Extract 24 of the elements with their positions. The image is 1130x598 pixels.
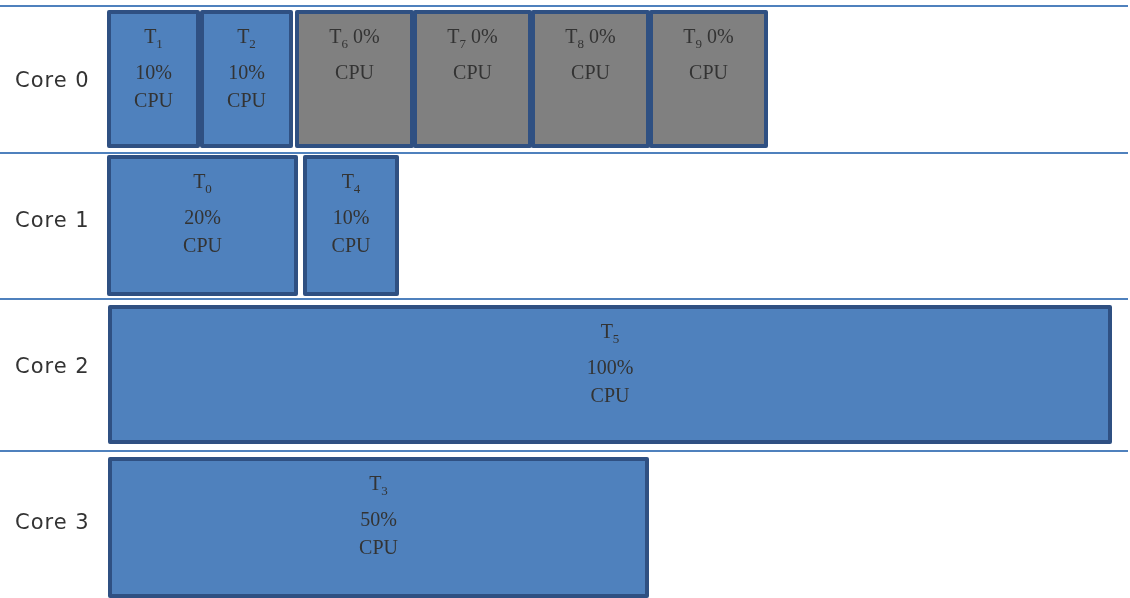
task-box [295, 10, 414, 148]
task-label: T$_{8}$ 0% CPU [564, 24, 617, 85]
row-label: Core 2 [15, 354, 90, 378]
task-box [108, 305, 1112, 444]
task-label: T$_{0}$ 20% CPU [182, 169, 223, 258]
task-box [107, 155, 298, 296]
task-label: T$_{4}$ 10% CPU [330, 169, 372, 258]
task-box [531, 10, 650, 148]
task-box [649, 10, 768, 148]
task-label: T$_{5}$ 100% CPU [585, 319, 635, 408]
task-box [413, 10, 532, 148]
task-label: T$_{6}$ 0% CPU [328, 24, 381, 85]
task-box [303, 155, 399, 296]
task-label: T$_{7}$ 0% CPU [446, 24, 499, 85]
task-label: T$_{1}$ 10% CPU [133, 24, 174, 113]
task-label: T$_{2}$ 10% CPU [226, 24, 267, 113]
task-box [200, 10, 293, 148]
task-label: T$_{9}$ 0% CPU [682, 24, 735, 85]
task-box [107, 10, 200, 148]
row-label: Core 1 [15, 208, 90, 232]
row-label: Core 0 [15, 68, 90, 92]
task-label: T$_{3}$ 50% CPU [358, 471, 399, 560]
row-label: Core 3 [15, 510, 90, 534]
task-box [108, 457, 649, 598]
